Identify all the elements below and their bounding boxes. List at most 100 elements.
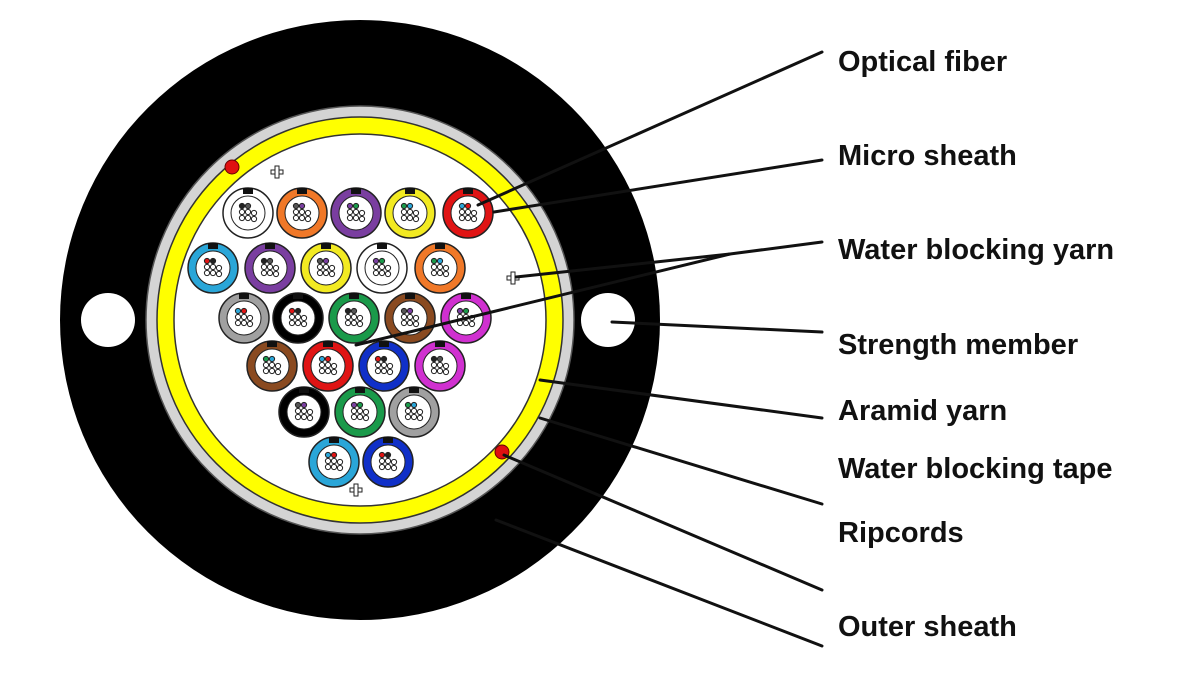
optical-fiber [350, 307, 358, 315]
micro-sheath-marker [351, 188, 361, 194]
optical-fiber [412, 209, 420, 217]
optical-fiber [430, 269, 438, 277]
micro-sheath-tube [384, 187, 436, 239]
micro-sheath-tube [244, 242, 296, 294]
micro-sheath-tube [330, 187, 382, 239]
optical-fiber [244, 208, 252, 216]
label-strength-member: Strength member [838, 329, 1078, 361]
label-water-blocking-tape: Water blocking tape [838, 453, 1112, 485]
optical-fiber [324, 457, 332, 465]
optical-fiber [304, 209, 312, 217]
optical-fiber [316, 257, 324, 265]
optical-fiber [266, 269, 274, 277]
optical-fiber [330, 463, 338, 471]
micro-sheath-tube [272, 292, 324, 344]
optical-fiber [400, 202, 408, 210]
optical-fiber [234, 313, 242, 321]
optical-fiber [304, 215, 312, 223]
optical-fiber [456, 307, 464, 315]
leader-water-blocking-tape [538, 416, 824, 506]
optical-fiber [274, 368, 282, 376]
optical-fiber [324, 361, 332, 369]
optical-fiber [274, 362, 282, 370]
optical-fiber [356, 407, 364, 415]
optical-fiber [350, 401, 358, 409]
optical-fiber [322, 269, 330, 277]
leader-lines [354, 50, 824, 648]
label-micro-sheath: Micro sheath [838, 140, 1017, 172]
optical-fiber [436, 355, 444, 363]
optical-fiber [350, 319, 358, 327]
optical-fiber [400, 307, 408, 315]
optical-fiber [318, 355, 326, 363]
optical-fiber [378, 457, 386, 465]
optical-fiber [240, 319, 248, 327]
optical-fiber [464, 202, 472, 210]
optical-fiber [378, 263, 386, 271]
micro-sheath-marker [265, 243, 275, 249]
optical-fiber [350, 407, 358, 415]
optical-fiber [294, 413, 302, 421]
optical-fiber [203, 269, 211, 277]
optical-fiber [380, 355, 388, 363]
micro-sheath-marker [243, 188, 253, 194]
micro-sheath-marker [435, 341, 445, 347]
optical-fiber [344, 313, 352, 321]
optical-fiber [406, 313, 414, 321]
micro-sheath-marker [379, 341, 389, 347]
micro-sheath-tube [218, 292, 270, 344]
optical-fiber [436, 269, 444, 277]
optical-fiber [336, 458, 344, 466]
optical-fiber [374, 361, 382, 369]
optical-fiber [298, 202, 306, 210]
optical-fiber [462, 307, 470, 315]
optical-fiber [350, 413, 358, 421]
optical-fiber [462, 319, 470, 327]
optical-fiber [300, 320, 308, 328]
optical-fiber [324, 463, 332, 471]
optical-fiber [470, 215, 478, 223]
optical-fiber [430, 367, 438, 375]
optical-fiber [410, 401, 418, 409]
optical-fiber [378, 257, 386, 265]
optical-fiber [404, 407, 412, 415]
optical-fiber [346, 202, 354, 210]
micro-sheath-tube [358, 340, 410, 392]
optical-fiber [238, 202, 246, 210]
optical-fiber [292, 208, 300, 216]
optical-fiber [260, 257, 268, 265]
optical-fiber [324, 367, 332, 375]
optical-fiber [318, 361, 326, 369]
optical-fiber [250, 215, 258, 223]
optical-fiber [298, 208, 306, 216]
optical-fiber [246, 314, 254, 322]
optical-fiber [250, 209, 258, 217]
optical-fiber [300, 407, 308, 415]
optical-fiber [328, 264, 336, 272]
micro-sheath-tube [187, 242, 239, 294]
optical-fiber [356, 314, 364, 322]
micro-sheath-marker [349, 293, 359, 299]
optical-fiber [406, 319, 414, 327]
optical-fiber [240, 313, 248, 321]
optical-fiber [324, 355, 332, 363]
optical-fiber [203, 263, 211, 271]
optical-fiber [384, 264, 392, 272]
optical-fiber [328, 270, 336, 278]
optical-fiber [240, 307, 248, 315]
optical-fiber [412, 314, 420, 322]
micro-sheath-tube [362, 436, 414, 488]
optical-fiber [300, 413, 308, 421]
optical-fiber [350, 313, 358, 321]
optical-fiber [209, 257, 217, 265]
optical-fiber [298, 214, 306, 222]
leader-strength-member [610, 320, 824, 334]
optical-fiber [406, 307, 414, 315]
optical-fiber [358, 215, 366, 223]
micro-sheath-tube [414, 242, 466, 294]
micro-sheath-marker [297, 188, 307, 194]
optical-fiber [416, 408, 424, 416]
micro-sheath-marker [409, 387, 419, 393]
strength-member-left [81, 293, 135, 347]
micro-sheath-tube [414, 340, 466, 392]
